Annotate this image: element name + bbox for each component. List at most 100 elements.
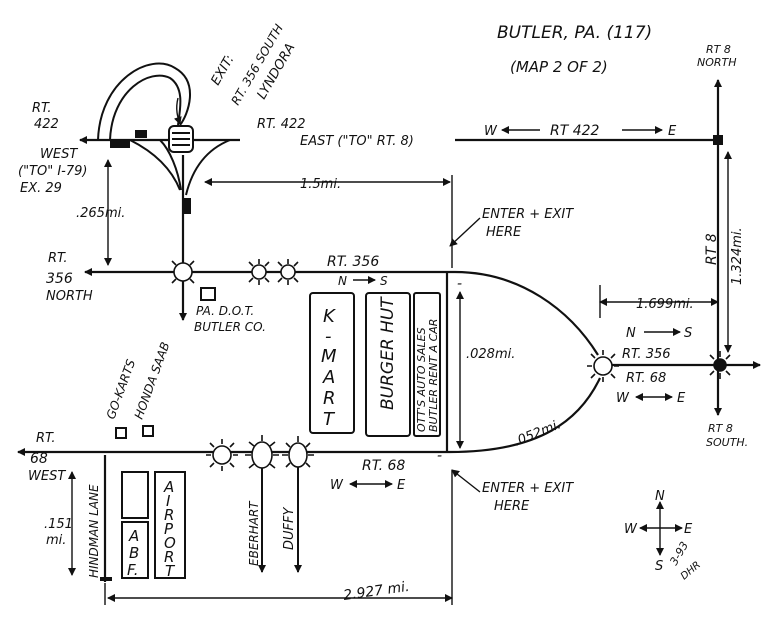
kmart-letter: A: [322, 367, 335, 388]
buildings: [115, 287, 441, 579]
rt356-mid-s: S: [380, 274, 388, 288]
dist-052: .052mi.: [512, 417, 563, 449]
compass-date: 3-93: [667, 539, 691, 567]
rt68-west-label: RT.: [36, 431, 56, 446]
airport-letter: O: [164, 534, 176, 552]
exit-label: EXIT:: [208, 53, 237, 88]
rt422-west-label: RT.: [32, 101, 52, 116]
kmart-building: [309, 292, 355, 434]
dist-15: 1.5mi.: [300, 177, 341, 192]
dist-1324: 1.324mi.: [730, 227, 745, 285]
enter-exit-bottom-here: HERE: [494, 499, 530, 514]
rt68-mid-w: W: [330, 478, 344, 493]
rt356-north-number: 356: [46, 271, 73, 287]
rt356-curve: [454, 270, 599, 356]
abf-label: A B F.: [127, 527, 139, 579]
dist-1699: 1.699mi.: [636, 297, 694, 312]
kmart-letter: T: [323, 409, 336, 430]
rt8-south-dir: SOUTH.: [706, 436, 748, 449]
airport-building: [154, 471, 186, 579]
compass-s: S: [655, 559, 663, 574]
abf-building: [121, 521, 149, 579]
rt68-right-w: W: [616, 391, 630, 406]
rt356-right-label: RT. 356: [622, 347, 671, 362]
compass-initials: DHR: [679, 560, 703, 583]
map-title: BUTLER, PA. (117): [497, 23, 652, 43]
compass-e: E: [684, 522, 693, 537]
rt8-south-label: RT 8: [708, 422, 733, 435]
rt8-mid-label: RT 8: [704, 233, 720, 265]
ramp-marker-2: [135, 130, 147, 138]
airport-letter: T: [165, 562, 176, 580]
airport-letter: R: [164, 548, 174, 566]
burger-hut-label: BURGER HUT: [378, 296, 398, 410]
abf-top-building: [121, 471, 149, 519]
butler-rent-label: BUTLER RENT A CAR: [427, 319, 440, 432]
compass-n: N: [655, 489, 665, 504]
airport-letter: A: [163, 478, 174, 496]
dimension-lines: [68, 97, 732, 605]
rt356-right-n: N: [626, 326, 636, 341]
rt356-north-dir: NORTH: [46, 289, 93, 304]
burger-hut-building: [365, 292, 411, 437]
rt356-mid-n: N: [338, 274, 347, 288]
honda-label: HONDA SAAB: [132, 340, 173, 421]
abf-letter: B: [129, 544, 139, 562]
kmart-letter: K: [323, 306, 336, 327]
rt356-mid-label: RT. 356: [327, 254, 379, 270]
traffic-lights: [168, 257, 734, 475]
padot-county: BUTLER CO.: [194, 320, 266, 334]
dist-151-unit: mi.: [46, 533, 66, 548]
traffic-light-icon: [168, 257, 198, 287]
kmart-letter: M: [321, 346, 337, 367]
airport-letter: I: [166, 492, 171, 510]
enter-exit-top: ENTER + EXIT: [482, 207, 574, 222]
airport-letter: P: [164, 520, 174, 538]
otts-label: OTT'S AUTO SALES: [415, 327, 428, 432]
exit-sign-icon: [168, 125, 194, 153]
dist-2927: 2.927 mi.: [342, 579, 410, 604]
rt422-west-dir: WEST: [40, 147, 78, 162]
otts-building: [413, 292, 441, 437]
dash-top: -: [457, 276, 462, 292]
rt422-west-to: ("TO" I-79): [18, 164, 87, 179]
compass-w: W: [624, 522, 638, 537]
traffic-light-icon: [246, 259, 272, 285]
kmart-label: K - M A R T: [321, 306, 337, 430]
rt68-right-label: RT. 68: [626, 371, 666, 386]
rt422-right-e: E: [668, 124, 677, 139]
abf-letter: A: [128, 527, 139, 545]
rt8-north-dir: NORTH: [697, 56, 737, 69]
hindman-lane-label: HINDMAN LANE: [87, 484, 101, 578]
rt356-north-label: RT.: [48, 251, 68, 266]
rt68-west-number: 68: [30, 451, 48, 467]
duffy-label: DUFFY: [282, 507, 297, 550]
rt422-right-label: RT 422: [550, 123, 600, 139]
rt68-curve: [449, 377, 601, 454]
map-subtitle: (MAP 2 OF 2): [510, 58, 608, 76]
rt8-north-label: RT 8: [706, 43, 731, 56]
traffic-light-icon: [706, 351, 734, 379]
padot-label: PA. D.O.T.: [196, 304, 254, 318]
traffic-light-icon: [275, 259, 301, 285]
rt422-west-number: 422: [34, 117, 59, 132]
abf-letter: F.: [127, 561, 138, 579]
gokarts-building: [115, 427, 127, 439]
dist-265: .265mi.: [76, 206, 125, 221]
dist-028: .028mi.: [466, 347, 515, 362]
ramp-marker-1: [110, 140, 130, 148]
kmart-letter: R: [323, 388, 336, 409]
kmart-letter: -: [325, 326, 332, 347]
rt68-west-dir: WEST: [28, 469, 66, 484]
rt356-right-s: S: [684, 326, 692, 341]
traffic-light-icon: [587, 350, 619, 382]
ramp-marker-3: [184, 198, 191, 214]
rt422-west-exit: EX. 29: [20, 181, 62, 196]
rt422-east-to: EAST ("TO" RT. 8): [300, 134, 414, 149]
enter-exit-bottom: ENTER + EXIT: [482, 481, 574, 496]
dash-bottom: -: [437, 448, 442, 464]
eberhart-label: EBERHART: [247, 500, 261, 566]
junction-422-8: [713, 135, 723, 145]
airport-label: A I R P O R T: [163, 478, 176, 580]
